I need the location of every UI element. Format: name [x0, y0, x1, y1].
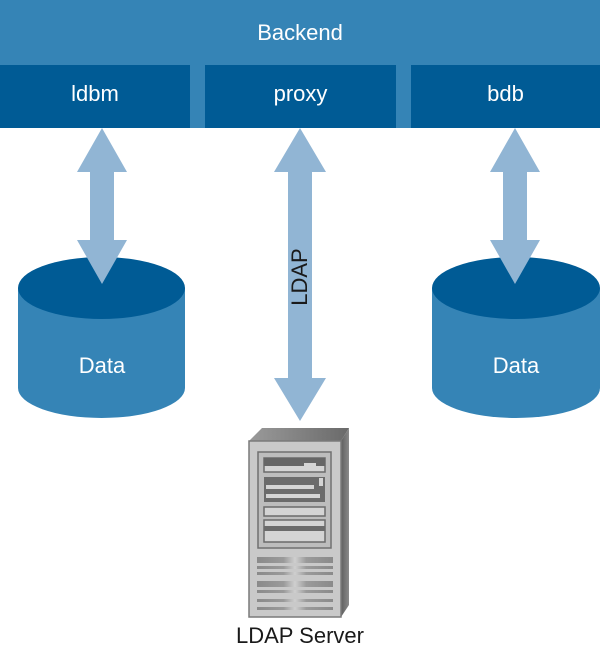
data-store-left [18, 257, 186, 419]
module-ldbm-label: ldbm [71, 80, 119, 106]
data-store-right [432, 257, 600, 418]
double-arrow-bdb [490, 128, 540, 284]
cylinder-top [18, 257, 185, 319]
data-store-right-label: Data [492, 353, 540, 378]
cylinder-top [432, 257, 600, 319]
server-label: LDAP Server [236, 623, 364, 648]
data-store-left-label: Data [78, 353, 126, 378]
module-ldbm: ldbm [0, 65, 190, 128]
server-icon [248, 428, 349, 618]
double-arrow-ldbm [77, 128, 127, 284]
double-arrow-ldap [274, 128, 326, 421]
ldap-protocol-label: LDAP [287, 248, 312, 306]
cylinder-body [432, 288, 600, 418]
module-bdb: bdb [411, 65, 600, 128]
module-bdb-label: bdb [487, 80, 524, 106]
backend-title: Backend [257, 20, 343, 45]
module-proxy-label: proxy [273, 80, 328, 106]
cylinder-body [18, 288, 186, 419]
module-proxy: proxy [205, 65, 396, 128]
